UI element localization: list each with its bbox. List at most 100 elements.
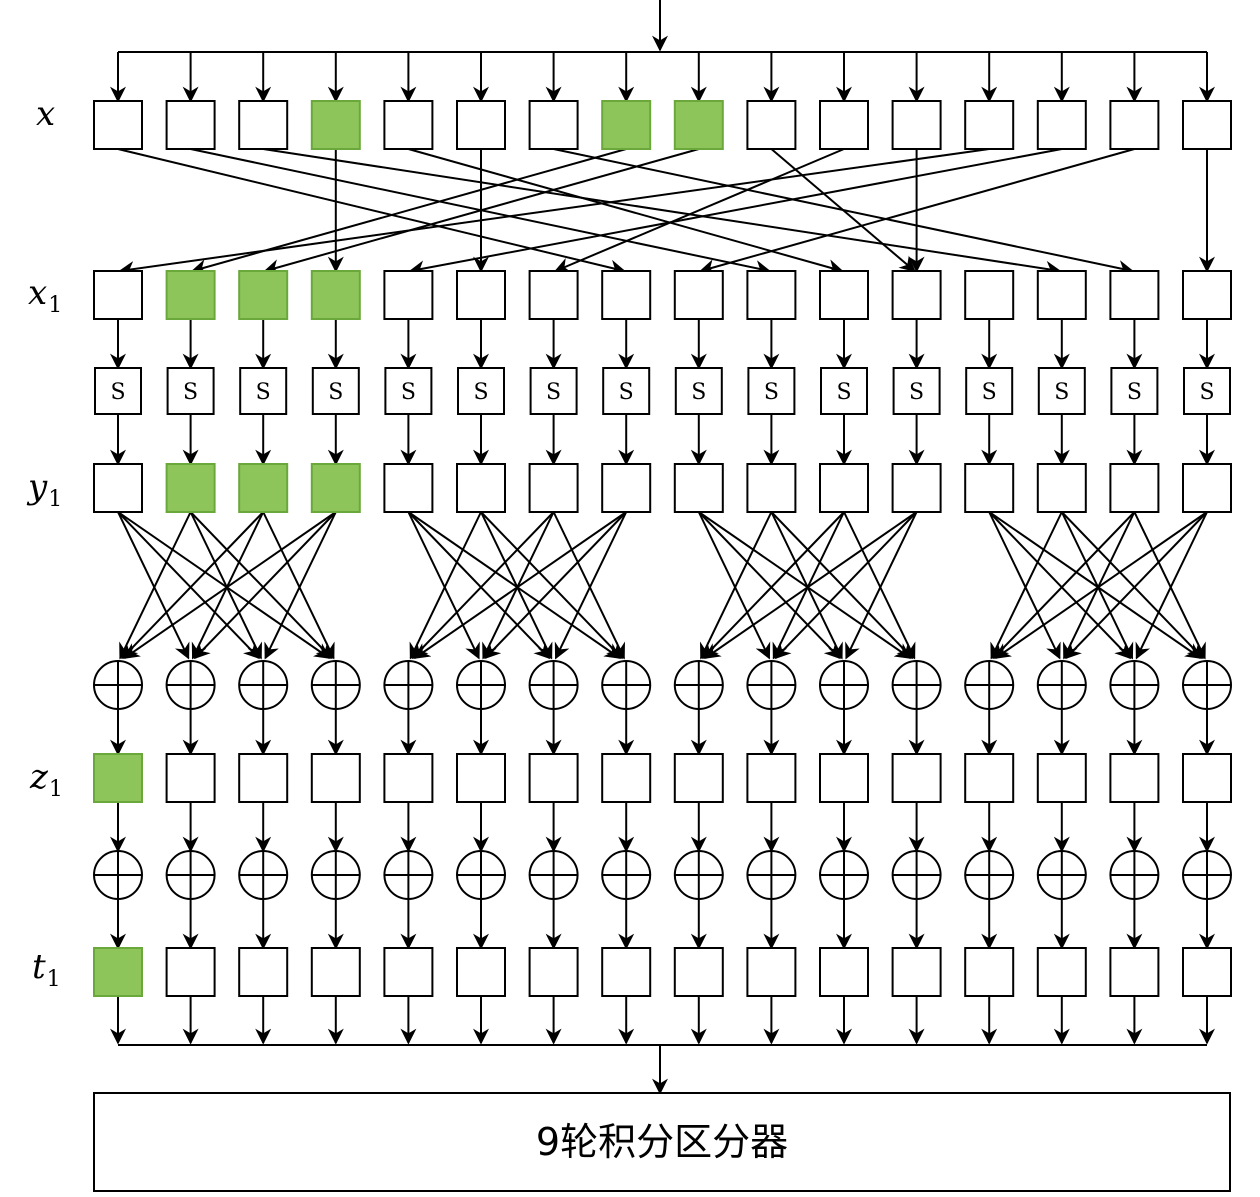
sbox-label-13: S <box>1054 380 1069 405</box>
permutation-wire-4 <box>408 148 844 275</box>
x-cell-6 <box>528 100 579 150</box>
t1-cell-3 <box>310 947 361 997</box>
x1-cell-10 <box>819 270 869 320</box>
sbox-label-15: S <box>1199 380 1214 405</box>
xor1-xor-3 <box>310 660 361 710</box>
xor2-xor-11 <box>891 850 942 900</box>
sbox-12 <box>965 367 1014 415</box>
row-label-y1: y1 <box>26 467 62 512</box>
xor2-xor-13 <box>1036 850 1087 900</box>
mix-wire-8-11 <box>698 511 912 659</box>
mix-wire-11-9 <box>774 511 918 660</box>
xor2-xor-6 <box>528 850 579 900</box>
x-cell-14 <box>1109 100 1160 150</box>
t1-cell-12 <box>964 947 1015 997</box>
sbox-4 <box>384 367 433 415</box>
z1-cell-14 <box>1109 753 1160 803</box>
y1-cell-12 <box>964 463 1015 513</box>
permutation-wire-14 <box>699 148 1135 275</box>
xor2-xor-5 <box>456 850 506 900</box>
mix-wire-5-6 <box>480 511 553 660</box>
y1-cell-9 <box>746 463 797 513</box>
z1-cell-10 <box>819 753 869 803</box>
mix-wire-10-8 <box>702 511 845 660</box>
y1-cell-6 <box>528 463 579 513</box>
sbox-label-12: S <box>982 380 997 405</box>
t1-cell-9 <box>746 947 797 997</box>
sbox-label-8: S <box>691 380 706 405</box>
mix-wire-1-2 <box>189 511 262 660</box>
mix-wire-0-2 <box>117 511 260 660</box>
x-cell-2 <box>238 100 289 150</box>
x1-cell-0 <box>93 270 143 320</box>
xor1-xor-7 <box>601 660 652 710</box>
mix-wire-3-1 <box>193 511 337 660</box>
x1-cell-9 <box>746 270 797 320</box>
x-cell-7 <box>601 100 652 150</box>
t1-cell-15 <box>1182 947 1232 997</box>
sbox-label-2: S <box>256 380 271 405</box>
sbox-label-6: S <box>546 380 561 405</box>
sbox-label-0: S <box>110 380 125 405</box>
mix-wire-4-7 <box>407 511 621 659</box>
xor2-xor-2 <box>238 850 289 900</box>
z1-cell-6 <box>528 753 579 803</box>
sbox-label-14: S <box>1127 380 1142 405</box>
mix-wire-5-7 <box>480 511 623 660</box>
xor1-xor-11 <box>891 660 942 710</box>
mix-wire-12-14 <box>988 511 1132 660</box>
mix-wire-10-9 <box>772 511 845 660</box>
sbox-8 <box>674 367 723 415</box>
x-cell-1 <box>165 100 216 150</box>
mix-wire-7-6 <box>554 511 628 660</box>
x-cell-10 <box>819 100 869 150</box>
x-cell-9 <box>746 100 797 150</box>
y1-cell-7 <box>601 463 652 513</box>
xor1-xor-9 <box>746 660 797 710</box>
z1-cell-4 <box>383 753 434 803</box>
mix-wire-3-2 <box>264 511 337 660</box>
sbox-7 <box>602 367 651 415</box>
x-cell-0 <box>93 100 143 150</box>
sbox-label-3: S <box>328 380 343 405</box>
sbox-1 <box>166 367 215 415</box>
x1-cell-8 <box>673 270 724 320</box>
sbox-2 <box>239 367 288 415</box>
xor2-xor-10 <box>819 850 869 900</box>
sbox-label-5: S <box>473 380 488 405</box>
permutation-wire-12 <box>118 148 990 277</box>
z1-cell-1 <box>165 753 216 803</box>
sbox-11 <box>892 367 941 415</box>
distinguisher-box <box>93 1092 1231 1192</box>
y1-cell-13 <box>1036 463 1087 513</box>
x-cell-12 <box>964 100 1015 150</box>
sbox-label-1: S <box>183 380 198 405</box>
xor1-xor-14 <box>1109 660 1160 710</box>
z1-cell-3 <box>310 753 361 803</box>
x-cell-13 <box>1036 100 1087 150</box>
distinguisher-label: 9轮积分区分器 <box>536 1120 788 1164</box>
sbox-label-10: S <box>836 380 851 405</box>
sbox-label-7: S <box>619 380 634 405</box>
y1-cell-0 <box>93 463 143 513</box>
x-cell-15 <box>1182 100 1232 150</box>
mix-wire-14-12 <box>992 511 1136 660</box>
xor2-xor-15 <box>1182 850 1232 900</box>
t1-cell-6 <box>528 947 579 997</box>
xor1-xor-10 <box>819 660 869 710</box>
mix-wire-9-10 <box>770 511 843 660</box>
mix-wire-14-15 <box>1133 511 1206 660</box>
x-cell-5 <box>456 100 506 150</box>
xor1-xor-13 <box>1036 660 1087 710</box>
xor1-xor-0 <box>93 660 143 710</box>
mix-wire-7-4 <box>413 511 627 659</box>
mix-wire-11-8 <box>704 511 918 659</box>
y1-cell-14 <box>1109 463 1160 513</box>
mix-wire-0-1 <box>117 511 190 660</box>
permutation-wire-0 <box>117 148 626 276</box>
x1-cell-2 <box>238 270 289 320</box>
wires <box>110 0 1215 1095</box>
mix-wire-6-7 <box>552 511 625 660</box>
mix-wire-7-5 <box>484 511 627 660</box>
